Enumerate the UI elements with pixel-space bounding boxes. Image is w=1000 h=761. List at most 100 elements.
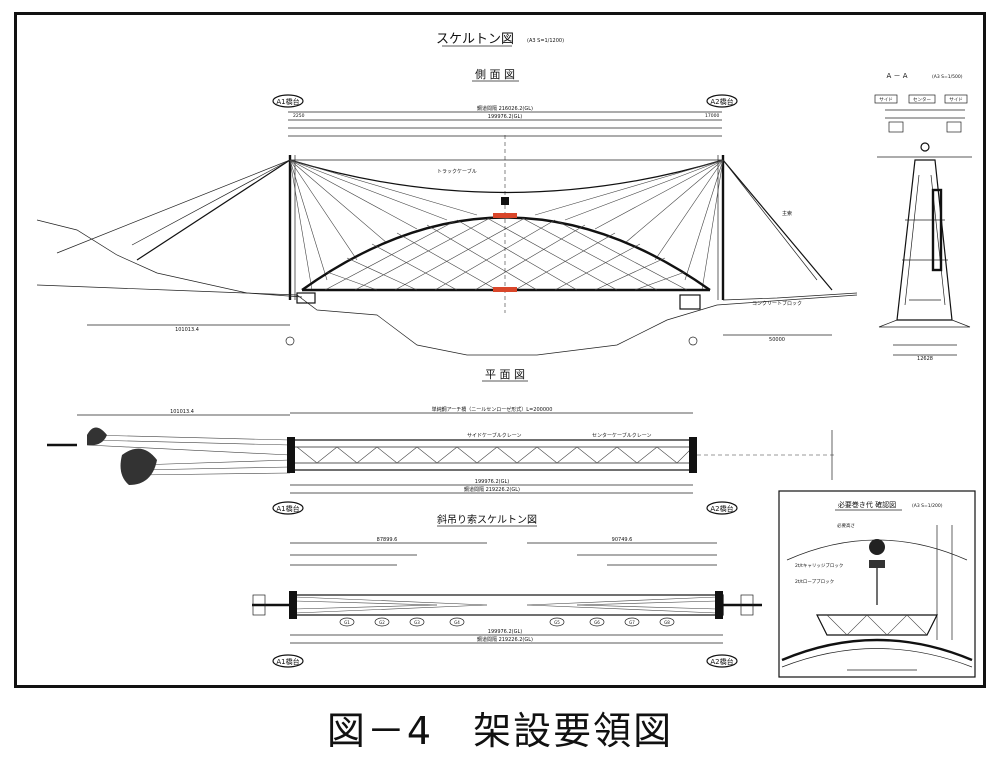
dim-top: 鋼道間隔 216026.2(GL) xyxy=(477,105,533,112)
dim-anchor-left: 101013.4 xyxy=(175,327,199,333)
crane-block-lower xyxy=(493,287,517,292)
plan-tower-a2 xyxy=(689,437,697,473)
a1-pier xyxy=(296,292,316,304)
stay-node-label: G1 xyxy=(344,620,350,625)
stay-tower-a1 xyxy=(289,591,297,619)
inset-title: 必要巻き代 確認図 xyxy=(838,500,896,509)
stay-view-title: 斜吊り索スケルトン図 xyxy=(437,513,537,526)
plan-a2-bubble xyxy=(706,501,738,515)
stay-node xyxy=(339,617,355,627)
box-side-right xyxy=(944,94,968,104)
a1-bubble xyxy=(272,94,304,108)
inset-label-carriage: 2t/tキャリッジブロック xyxy=(795,562,843,569)
section-dim-width: 12628 xyxy=(917,356,933,362)
inset-label-height: 必要高さ xyxy=(837,522,855,529)
main-cable xyxy=(289,159,724,194)
dim-right: 17000 xyxy=(705,113,719,119)
plan-deck xyxy=(289,439,694,471)
plan-anchor-rock-1 xyxy=(87,427,107,446)
plan-tower-a1 xyxy=(287,437,295,473)
section-base xyxy=(878,319,971,328)
fan-cables-right xyxy=(534,159,724,291)
plan-a2-label: A2橋台 xyxy=(710,504,733,513)
stay-node-label: G3 xyxy=(414,620,420,625)
figure-caption: 図－4 架設要領図 xyxy=(326,709,674,753)
drawing-canvas: スケルトン図 (A3 S=1/1200) 側 面 図 A1橋台 A2橋台 鋼道間… xyxy=(36,32,976,678)
plan-label-center-crane: センターケーブルクレーン xyxy=(592,432,651,439)
stay-node-label: G5 xyxy=(554,620,560,625)
stay-node xyxy=(409,617,425,627)
ground-line xyxy=(36,284,858,356)
label-center: センター xyxy=(913,96,931,103)
plan-cables-left xyxy=(86,434,291,476)
stay-tower-a2 xyxy=(715,591,723,619)
backstay-left-3 xyxy=(131,159,291,246)
stay-dim-total: 鋼道間隔 219226.2(GL) xyxy=(477,636,533,643)
inset-label-rope: 2t/tロープブロック xyxy=(795,578,834,585)
stay-anchor-right xyxy=(740,594,754,616)
plan-a1-bubble xyxy=(272,501,304,515)
stay-node xyxy=(589,617,605,627)
stay-a2-bubble xyxy=(706,654,738,668)
backstay-left-2 xyxy=(56,159,291,254)
section-box-r xyxy=(946,121,962,133)
plan-view: 平 面 図 101013.4 単純鋼アーチ橋（ニールセンローゼ形式）L=2000… xyxy=(47,368,837,515)
a2-bubble xyxy=(706,94,738,108)
section-bracing xyxy=(902,174,948,306)
stay-node-label: G8 xyxy=(664,620,670,625)
left-slope xyxy=(36,219,303,298)
drawing-sheet: スケルトン図 (A3 S=1/1200) 側 面 図 A1橋台 A2橋台 鋼道間… xyxy=(14,12,986,688)
inset-arch-bottom xyxy=(781,648,973,668)
label-truck-cable: トラックケーブル xyxy=(437,168,477,175)
stay-node xyxy=(374,617,390,627)
plan-view-title: 平 面 図 xyxy=(485,368,525,381)
inset-scale: (A3 S=1/200) xyxy=(912,503,943,509)
a2-pier xyxy=(679,294,701,310)
stay-dim-a: 87899.6 xyxy=(377,537,398,543)
stay-cables xyxy=(294,596,718,614)
a1-label: A1橋台 xyxy=(276,97,299,106)
stay-a2-label: A2橋台 xyxy=(710,657,733,666)
arch-lattice xyxy=(324,217,688,291)
stay-a1-bubble xyxy=(272,654,304,668)
dim-bottom: 50000 xyxy=(769,337,785,343)
box-center xyxy=(908,94,936,104)
stay-view: 斜吊り索スケルトン図 87899.6 90749.6 xyxy=(252,513,762,668)
axis-mark-a2 xyxy=(688,336,698,346)
label-concrete-block: コンクリートブロック xyxy=(752,300,802,307)
crane-block-upper xyxy=(493,213,517,218)
section-sheave xyxy=(920,142,930,152)
backstay-right-1 xyxy=(722,159,833,291)
plan-anchor-rock-2 xyxy=(120,448,157,485)
label-side-right: サイド xyxy=(949,97,963,103)
side-view: 側 面 図 A1橋台 A2橋台 鋼道間隔 216026.2(GL) 199976… xyxy=(36,68,858,356)
section-view: A － A (A3 S=1/500) サイド センター サイド 12628 xyxy=(874,72,972,362)
stay-deck xyxy=(289,594,724,616)
dim-span-1: 199976.2(GL) xyxy=(488,114,522,120)
stay-node xyxy=(549,617,565,627)
box-side-left xyxy=(874,94,898,104)
sheet-title: スケルトン図 xyxy=(436,32,514,47)
section-box-l xyxy=(888,121,904,133)
a2-label: A2橋台 xyxy=(710,97,733,106)
inset-carriage xyxy=(869,539,885,555)
plan-deck-bracing xyxy=(296,446,694,464)
stay-node-label: G6 xyxy=(594,620,600,625)
axis-mark-a1 xyxy=(285,336,295,346)
carriage-block xyxy=(501,197,509,205)
inset-view: 必要巻き代 確認図 (A3 S=1/200) 必要高さ 2t/tキャリッジブロッ… xyxy=(778,490,976,678)
right-ground xyxy=(722,292,858,301)
stay-anchor-left xyxy=(252,594,266,616)
section-column xyxy=(931,188,943,272)
plan-label-side-crane: サイドケーブルクレーン xyxy=(467,432,521,439)
dim-left: 2250 xyxy=(293,113,305,119)
inset-arch-top xyxy=(781,638,973,662)
inset-frame xyxy=(778,490,976,678)
plan-label-arch: 単純鋼アーチ橋（ニールセンローゼ形式）L=200000 xyxy=(432,406,553,413)
section-scale: (A3 S=1/500) xyxy=(932,74,963,80)
stay-node xyxy=(624,617,640,627)
inset-hook xyxy=(869,560,885,568)
inset-segment-bracing xyxy=(826,614,928,636)
side-view-title: 側 面 図 xyxy=(475,68,515,81)
section-title: A － A xyxy=(886,72,907,80)
